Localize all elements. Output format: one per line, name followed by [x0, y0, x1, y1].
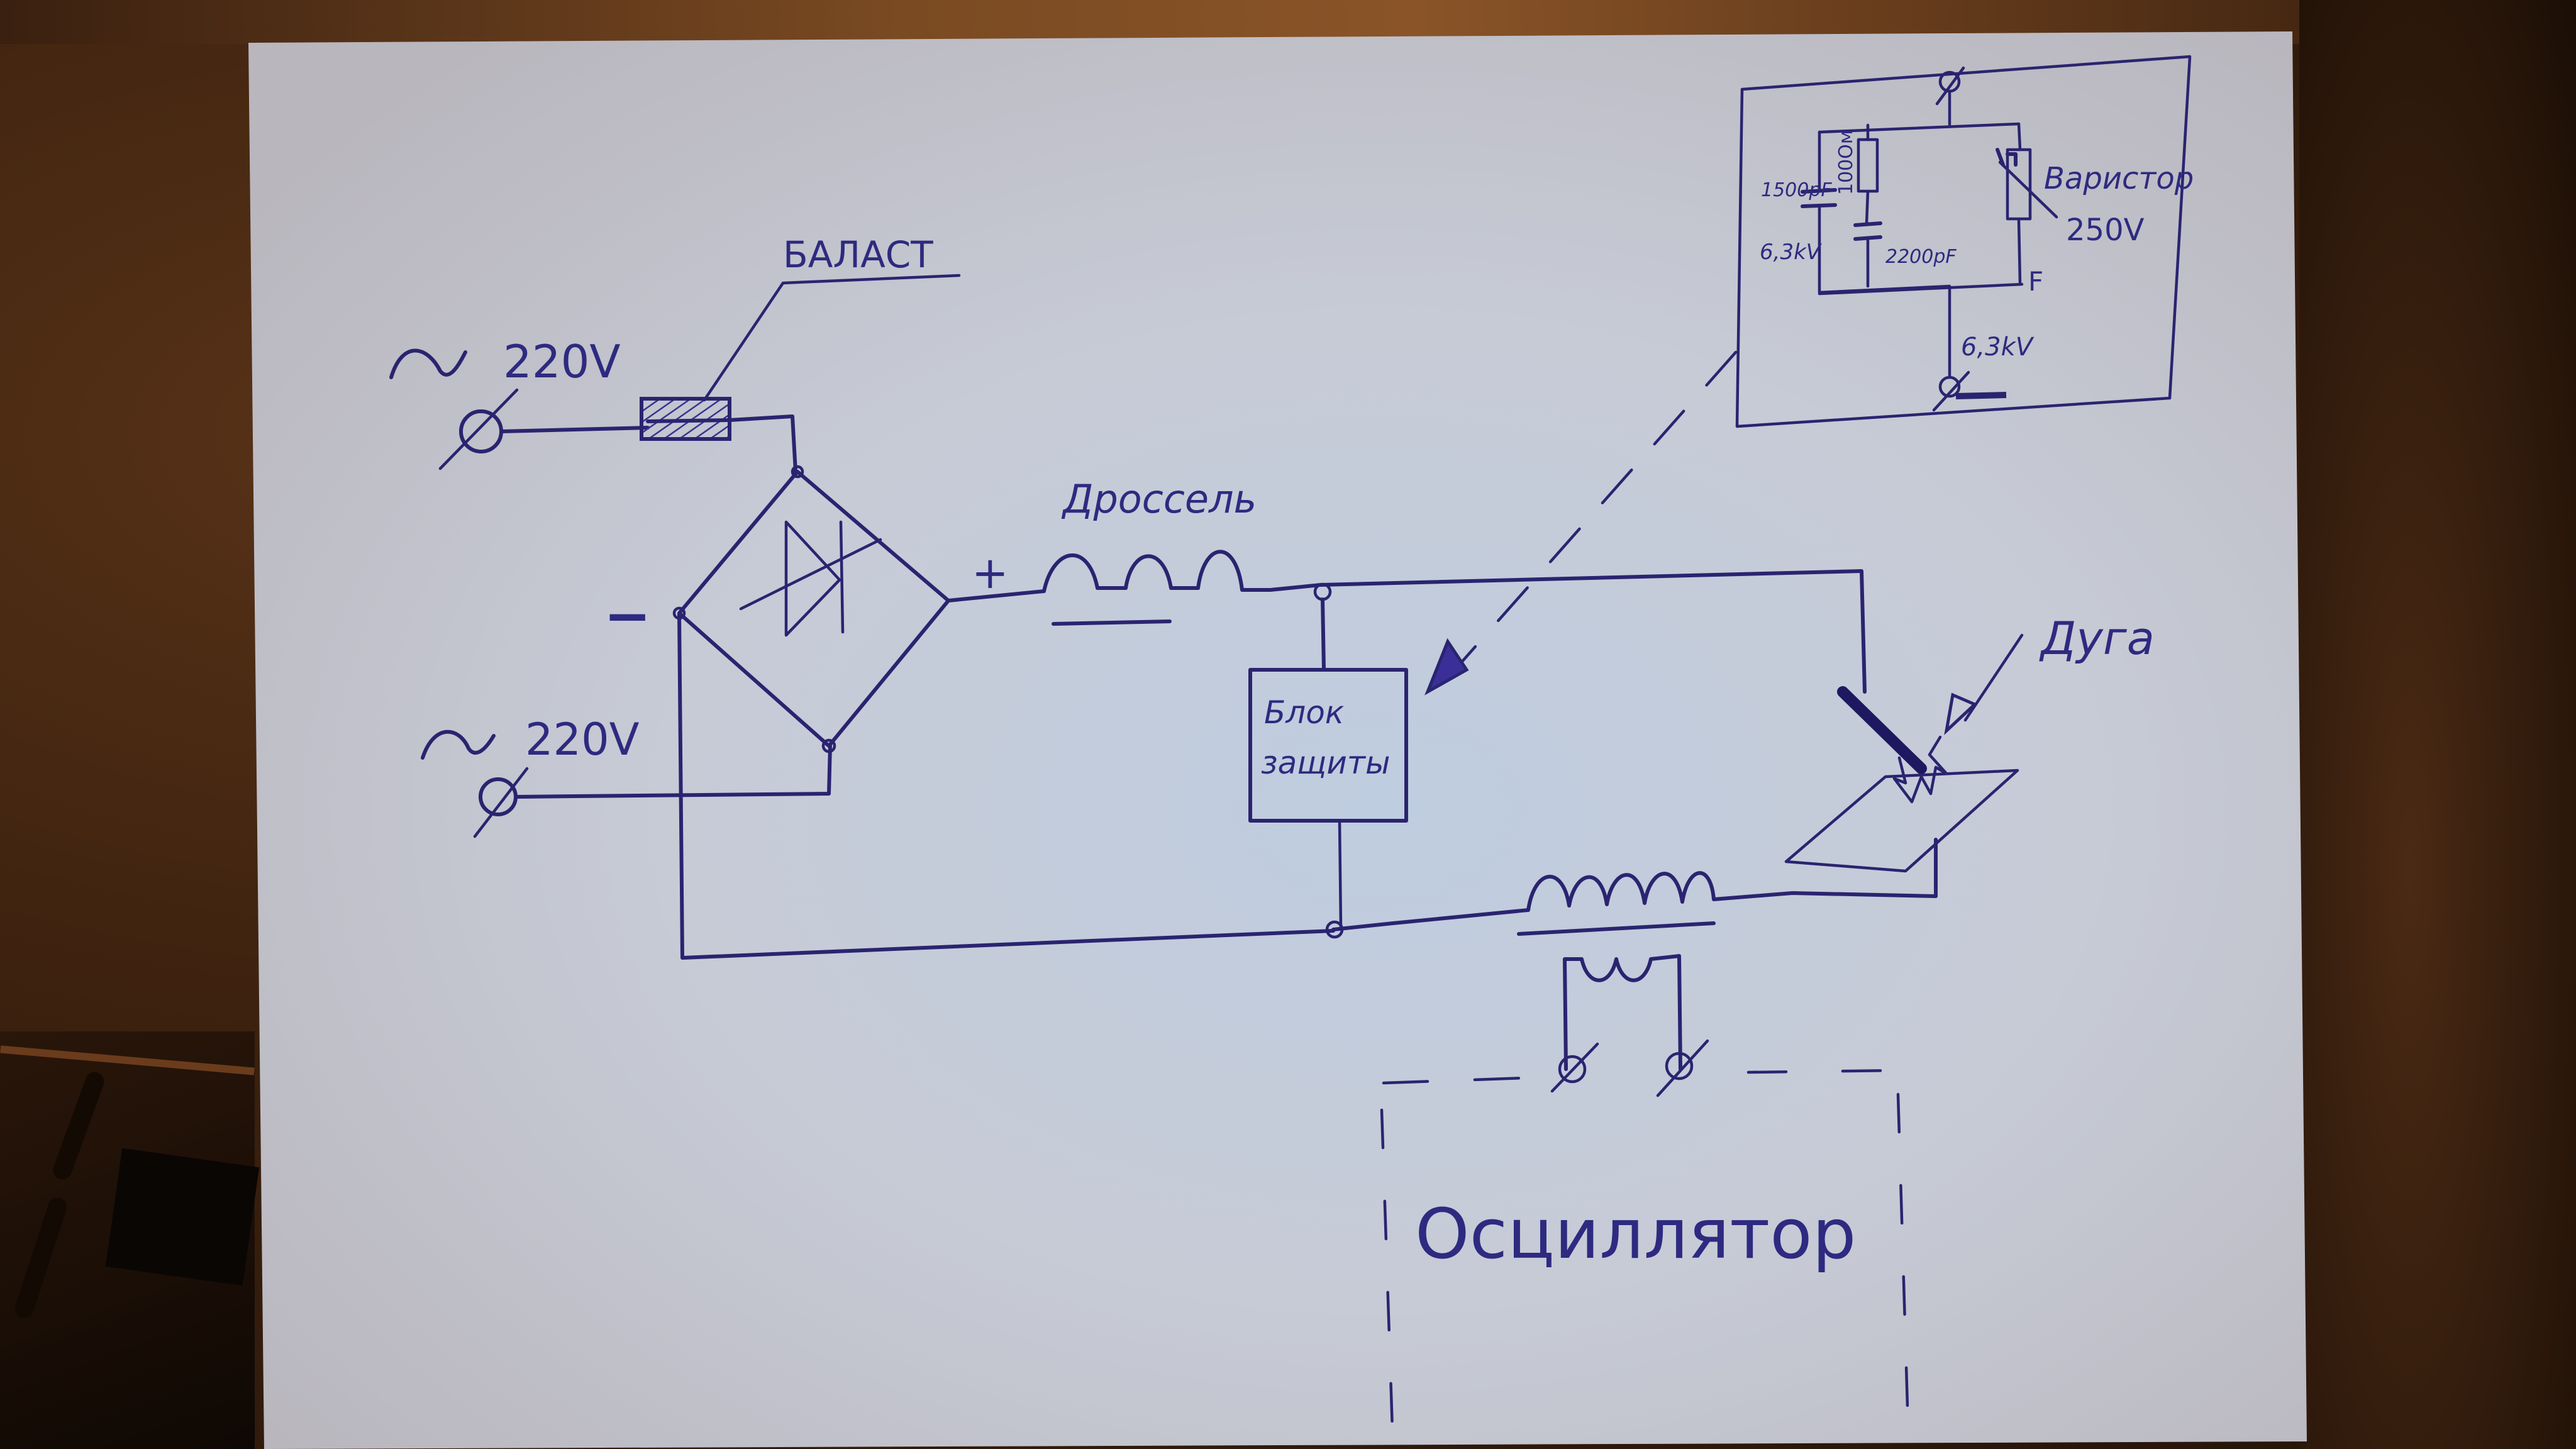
positive-wire — [1319, 569, 1867, 694]
paper-sheet — [248, 31, 2307, 1449]
terminal-slash — [1932, 370, 1970, 412]
wire — [514, 744, 832, 799]
choke-label: Дроссель — [1061, 476, 1257, 522]
wire — [2017, 218, 2022, 286]
capacitor-1-value: 1500pF — [1761, 179, 1832, 201]
transformer-primary-coil — [1526, 871, 1716, 912]
capacitor-2-unit-mark: F — [2028, 266, 2043, 297]
terminal-slash — [473, 767, 529, 838]
wire — [1338, 819, 1343, 930]
wire — [947, 589, 1046, 602]
wire — [1331, 908, 1530, 931]
arc-label: Дуга — [2039, 612, 2155, 665]
transformer-secondary-coil — [1563, 954, 1682, 1071]
inset-border — [1735, 55, 2192, 428]
capacitor-2-plate — [1853, 235, 1882, 241]
ac-symbol-icon — [421, 730, 496, 760]
capacitor-1-plate — [1801, 203, 1837, 208]
terminal-slash — [1935, 66, 1965, 106]
workpiece-plate — [1784, 769, 2019, 873]
wire — [1865, 189, 1870, 225]
capacitor-2-voltage: 6,3kV — [1961, 333, 2035, 362]
protection-block-label-line1: Блок — [1264, 694, 1344, 731]
inset-border-mark — [1955, 392, 2007, 399]
minus-label: − — [604, 583, 651, 649]
terminal-slash — [1550, 1042, 1599, 1093]
capacitor-2-plate — [1853, 221, 1882, 227]
diode-icon — [739, 520, 882, 637]
diode-bridge: − + — [604, 465, 1009, 753]
inset-terminal-bottom — [1938, 375, 1961, 398]
ballast: БАЛАСТ — [640, 233, 961, 474]
choke-core — [1052, 619, 1172, 626]
terminal-slash — [438, 388, 519, 470]
varistor-label: Варистор — [2044, 161, 2194, 196]
varistor-voltage: 250V — [2066, 213, 2145, 248]
protection-block: Блок защиты — [1248, 597, 1408, 939]
oscillator-dashed-border — [1896, 1092, 1911, 1449]
protection-block-label-line2: защиты — [1261, 745, 1390, 781]
resistor-value: 100Ом — [1835, 130, 1857, 195]
protection-block-detail-inset: 1500pF 6,3kV 100Ом 2200pF Варистор 250V … — [1735, 55, 2194, 428]
arc-spark-icon — [1892, 735, 1948, 804]
callout-arrow — [1424, 350, 1738, 696]
ac-symbol-icon — [389, 348, 467, 379]
background-object — [0, 1031, 260, 1449]
oscillator-label: Осциллятор — [1415, 1194, 1856, 1274]
oscillator-block: Осциллятор — [1380, 1069, 1911, 1449]
capacitor-1-plate — [1801, 188, 1837, 194]
varistor-u-mark — [1996, 148, 2018, 167]
wire — [1321, 597, 1326, 672]
wire — [2017, 122, 2022, 152]
wood-table-background-right — [2299, 0, 2576, 1449]
wire — [1818, 122, 2021, 134]
ballast-leader-line — [702, 274, 961, 402]
choke-coil — [1042, 550, 1323, 593]
electrode — [1837, 686, 1927, 774]
transformer-core — [1517, 921, 1716, 936]
wire — [1712, 838, 1938, 901]
plus-label: + — [972, 547, 1009, 599]
bridge-node — [791, 465, 804, 479]
wire — [499, 426, 650, 433]
wire — [646, 414, 797, 474]
oscillator-dashed-border — [1746, 1069, 1901, 1074]
oscillator-terminal — [1665, 1052, 1694, 1080]
negative-wire — [677, 611, 1335, 960]
oscillator-terminal — [1558, 1055, 1587, 1084]
ballast-label: БАЛАСТ — [783, 233, 933, 276]
terminal-slash — [1656, 1039, 1709, 1097]
mains-input-bottom: 220V — [421, 611, 1335, 960]
oscillator-dashed-border — [1380, 1108, 1395, 1449]
varistor-slash — [1998, 160, 2058, 219]
hf-transformer — [1331, 838, 1938, 1097]
choke: Дроссель — [947, 476, 1323, 626]
mains-voltage-label-bottom: 220V — [525, 714, 640, 765]
capacitor-1-voltage: 6,3kV — [1760, 240, 1823, 265]
mains-voltage-label-top: 220V — [503, 335, 621, 388]
oscillator-dashed-border — [1382, 1075, 1562, 1085]
arrowhead-icon — [1424, 638, 1469, 696]
mains-input-top: 220V — [389, 335, 650, 470]
wire — [1818, 282, 2024, 296]
arrowhead-icon — [1944, 692, 1978, 735]
capacitor-2-value: 2200pF — [1885, 246, 1957, 268]
welding-arc: Дуга — [1784, 612, 2155, 873]
protection-block-box — [1248, 668, 1408, 823]
